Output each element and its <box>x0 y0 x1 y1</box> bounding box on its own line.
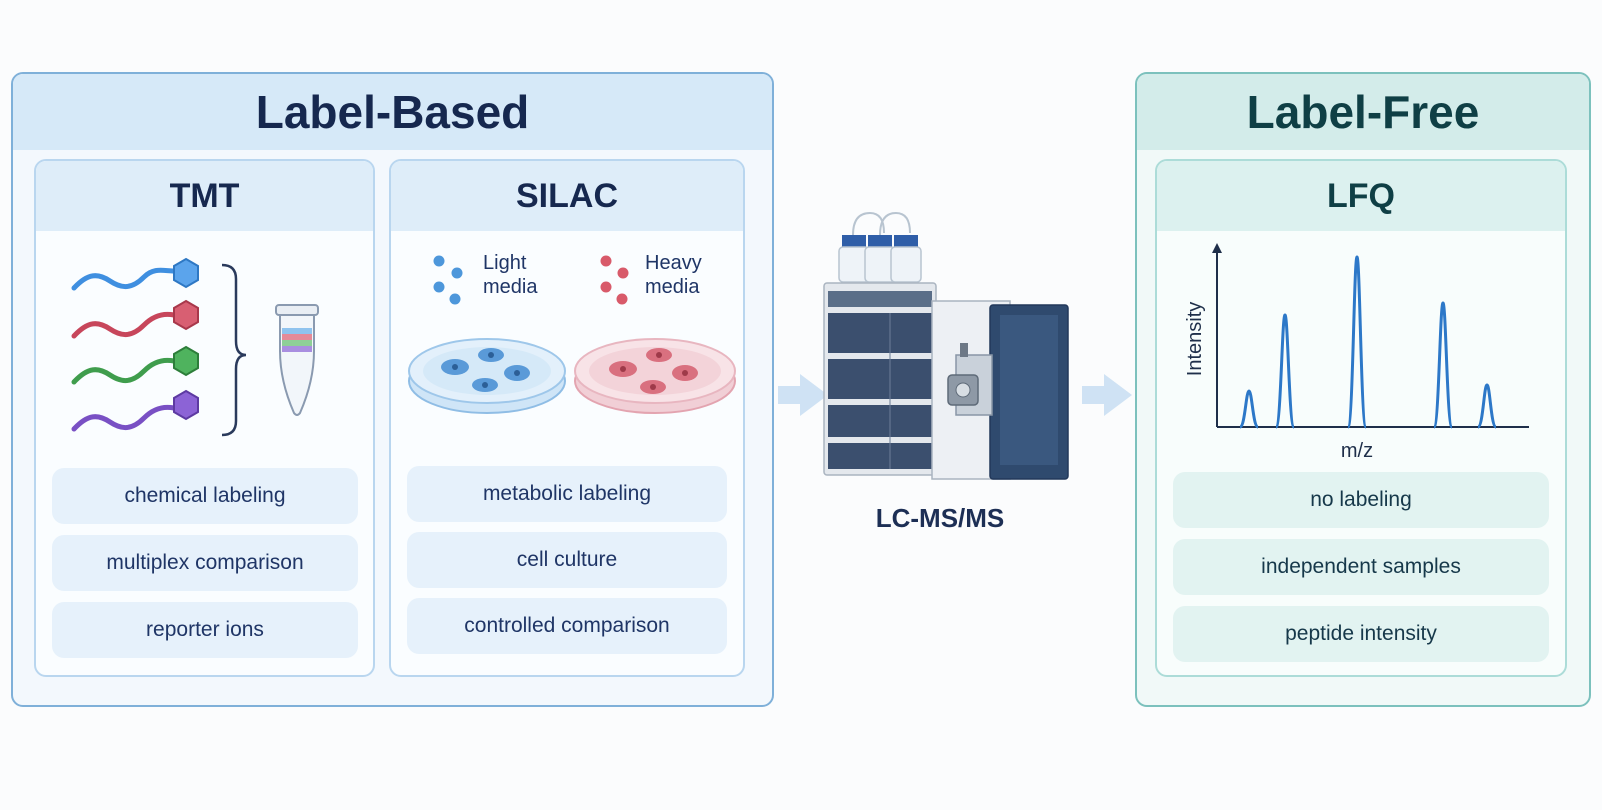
label-free-title: Label-Free <box>1137 74 1589 150</box>
heavy-media-dots <box>600 255 629 305</box>
heavy-legend-line2: media <box>645 276 700 298</box>
lfq-item-3: peptide intensity <box>1173 606 1549 662</box>
lfq-title: LFQ <box>1157 161 1565 231</box>
silac-item-1: metabolic labeling <box>407 466 727 522</box>
tmt-illustration <box>71 257 319 437</box>
tmt-item-1: chemical labeling <box>52 468 358 524</box>
solvent-bottles <box>838 211 922 283</box>
spectrum-peak <box>1274 313 1296 429</box>
tmt-title: TMT <box>36 161 373 231</box>
lc-stack <box>823 282 937 476</box>
lfq-spectrum-chart: Intensity m/z <box>1184 243 1529 462</box>
ms-unit <box>931 300 1069 480</box>
x-axis-label: m/z <box>1341 440 1373 462</box>
label-free-panel: Label-Free LFQ Intensity m/z no labeling… <box>1135 72 1591 707</box>
tmt-labeled-peptides <box>71 257 199 432</box>
tmt-item-3: reporter ions <box>52 602 358 658</box>
silac-title: SILAC <box>391 161 743 231</box>
silac-panel: SILAC Light media Heavy media <box>389 159 745 677</box>
y-axis-arrow-icon <box>1212 243 1222 253</box>
tmt-bracket <box>221 263 247 437</box>
tmt-panel: TMT <box>34 159 375 677</box>
arrow-right-icon <box>778 374 828 416</box>
light-legend-line1: Light <box>483 252 527 274</box>
light-media-dots <box>433 255 463 305</box>
heavy-petri-dish <box>574 338 736 414</box>
instrument-label: LC-MS/MS <box>876 503 1005 533</box>
label-based-panel: Label-Based TMT <box>11 72 774 707</box>
silac-item-3: controlled comparison <box>407 598 727 654</box>
heavy-legend-line1: Heavy <box>645 252 702 274</box>
y-axis-label: Intensity <box>1184 302 1206 376</box>
tmt-item-2: multiplex comparison <box>52 535 358 591</box>
spectrum-peak <box>1432 301 1454 429</box>
arrow-right-icon <box>1082 374 1132 416</box>
spectrum-peak <box>1346 255 1368 429</box>
silac-item-2: cell culture <box>407 532 727 588</box>
light-petri-dish <box>408 338 566 414</box>
lfq-item-1: no labeling <box>1173 472 1549 528</box>
label-based-title: Label-Based <box>13 74 772 150</box>
lc-ms-instrument: LC-MS/MS <box>823 211 1069 533</box>
lfq-panel: LFQ Intensity m/z no labeling independen… <box>1155 159 1567 677</box>
spectrum-peak <box>1238 389 1260 429</box>
silac-illustration: Light media Heavy media <box>408 252 736 414</box>
tube-icon <box>275 304 319 416</box>
lfq-item-2: independent samples <box>1173 539 1549 595</box>
spectrum-peaks <box>1238 255 1498 429</box>
spectrum-peak <box>1476 383 1498 429</box>
light-legend-line2: media <box>483 276 538 298</box>
